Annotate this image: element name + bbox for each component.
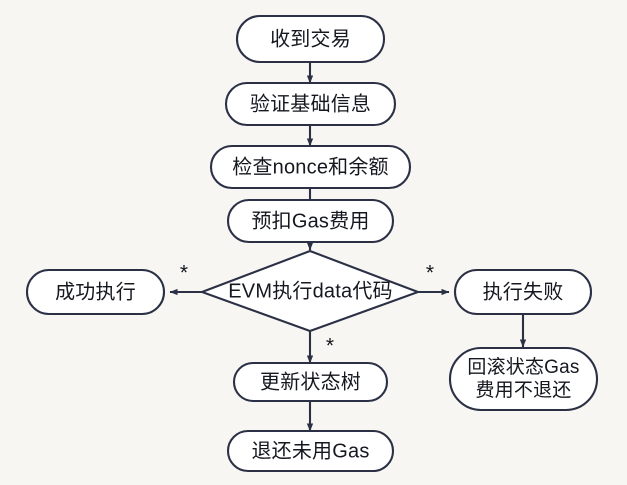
node-failure[interactable]: 执行失败 xyxy=(453,268,593,316)
node-evm-label: EVM执行data代码 xyxy=(228,279,392,302)
node-rollback[interactable]: 回滚状态Gas 费用不退还 xyxy=(448,346,599,412)
node-validate-shape xyxy=(224,81,397,127)
node-failure-label: 执行失败 xyxy=(483,280,564,303)
node-rollback-label-line1: 回滚状态Gas xyxy=(467,356,579,378)
edge-label-evm-success: * xyxy=(180,262,188,285)
node-rollback-shape xyxy=(448,346,599,412)
node-received[interactable]: 收到交易 xyxy=(235,14,386,64)
node-received-shape xyxy=(235,14,386,64)
node-evm-shape xyxy=(198,249,422,333)
node-updatetree[interactable]: 更新状态树 xyxy=(232,361,389,403)
node-nonce-shape xyxy=(209,144,412,190)
node-refund-label: 退还未用Gas xyxy=(251,439,369,462)
node-updatetree-label: 更新状态树 xyxy=(260,370,361,393)
node-updatetree-shape xyxy=(232,361,389,403)
node-received-label: 收到交易 xyxy=(270,27,351,50)
node-rollback-label-line2: 费用不退还 xyxy=(475,379,571,401)
node-nonce-label: 检查nonce和余额 xyxy=(232,155,389,178)
node-failure-shape xyxy=(453,268,593,316)
node-evm[interactable]: EVM执行data代码 xyxy=(198,249,422,333)
node-prepay-label: 预扣Gas费用 xyxy=(251,209,369,232)
node-prepay[interactable]: 预扣Gas费用 xyxy=(226,198,395,244)
node-prepay-shape xyxy=(226,198,395,244)
node-refund-shape xyxy=(226,429,395,473)
edge-label-evm-failure: * xyxy=(426,262,434,285)
node-success[interactable]: 成功执行 xyxy=(25,268,166,316)
node-success-label: 成功执行 xyxy=(55,280,136,303)
node-refund[interactable]: 退还未用Gas xyxy=(226,429,395,473)
node-validate-label: 验证基础信息 xyxy=(250,92,371,115)
edge-group xyxy=(169,62,527,432)
node-nonce[interactable]: 检查nonce和余额 xyxy=(209,144,412,190)
node-success-shape xyxy=(25,268,166,316)
edge-label-group: * * * xyxy=(180,262,434,358)
node-validate[interactable]: 验证基础信息 xyxy=(224,81,397,127)
edge-label-evm-updatetree: * xyxy=(326,335,334,358)
